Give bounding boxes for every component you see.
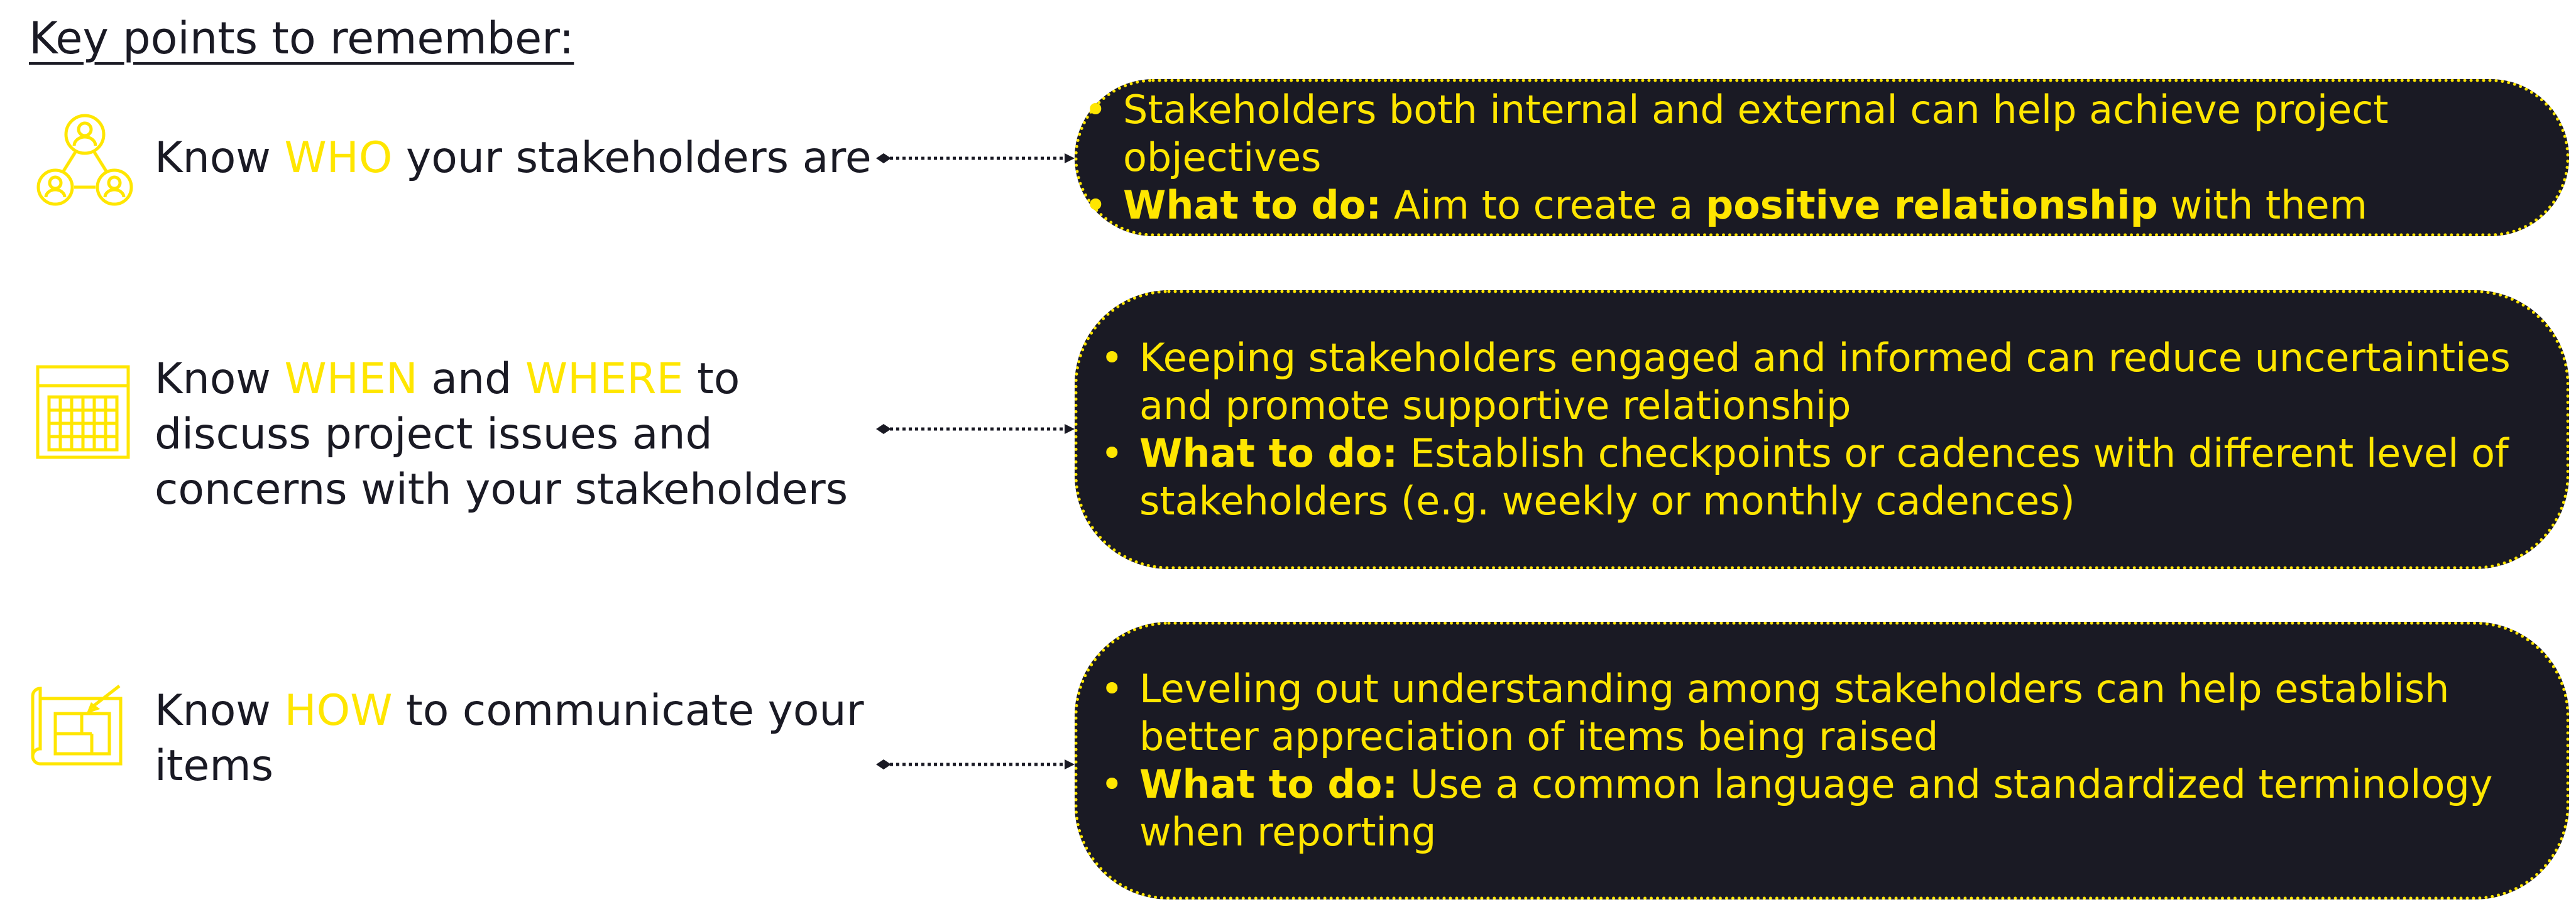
where-highlight: WHERE [525,354,684,404]
row-3-label: Know HOW to communicate your items [155,683,864,794]
row-3-label-line: items [155,741,274,791]
page-heading: Key points to remember: [29,13,574,64]
row-1-callout: Stakeholders both internal and external … [1075,79,2569,236]
calendar-icon [35,364,131,460]
row-1-label-line: Know WHO your stakeholders are [155,133,872,183]
row-1-label: Know WHO your stakeholders are [155,131,872,186]
row-3-label-line: Know HOW to communicate your [155,686,864,736]
row-2-connector [875,420,1078,438]
row-2-label-line: discuss project issues and [155,410,713,459]
row-2-label: Know WHEN and WHERE to discuss project i… [155,352,848,518]
row-2-label-line: concerns with your stakeholders [155,465,848,514]
row-2-bullet-2: What to do: Establish checkpoints or cad… [1094,430,2522,525]
row-1-bullet-1: Stakeholders both internal and external … [1078,86,2566,182]
row-1-connector [875,149,1078,168]
row-3-bullet-2: What to do: Use a common language and st… [1094,761,2522,856]
row-3-bullet-1: Leveling out understanding among stakeho… [1094,665,2522,761]
row-2-bullet-1: Keeping stakeholders engaged and informe… [1094,334,2522,430]
who-highlight: WHO [284,133,393,183]
row-2-label-line: Know WHEN and WHERE to [155,354,740,404]
when-highlight: WHEN [284,354,418,404]
row-2-callout: Keeping stakeholders engaged and informe… [1075,290,2569,569]
how-highlight: HOW [284,686,393,736]
row-1-bullet-2: What to do: Aim to create a positive rel… [1078,182,2566,229]
stakeholder-network-icon [35,113,134,207]
row-3-connector [875,755,1078,774]
blueprint-icon [29,682,128,766]
row-3-callout: Leveling out understanding among stakeho… [1075,622,2569,899]
